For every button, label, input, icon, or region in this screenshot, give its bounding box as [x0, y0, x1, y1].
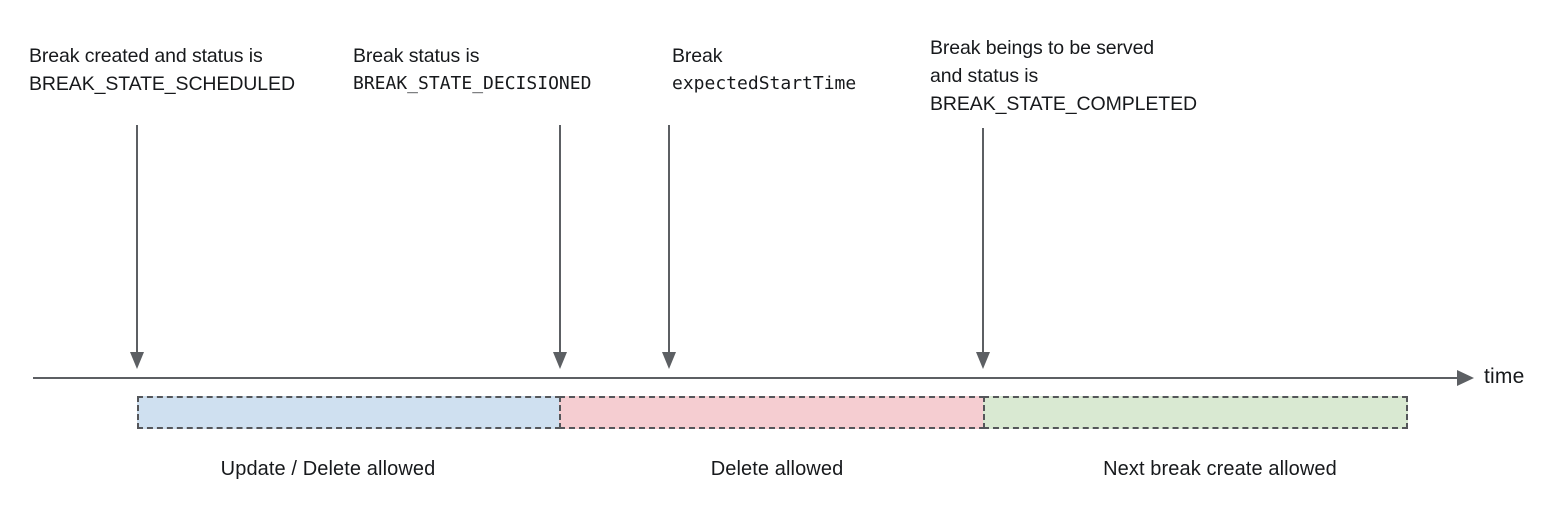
arrow-down-icon	[662, 352, 676, 369]
annotation-line: Break created and status is	[29, 45, 263, 67]
phase-segment-delete-allowed	[559, 396, 985, 429]
phase-segment-next-break-create-allowed	[983, 396, 1408, 429]
annotation-line-state: BREAK_STATE_SCHEDULED	[29, 73, 295, 95]
annotation-break-completed: Break beings to be served and status is …	[930, 34, 1197, 118]
arrow-stem	[559, 125, 561, 353]
annotation-line: and status is	[930, 65, 1039, 87]
arrow-stem	[136, 125, 138, 353]
time-axis	[33, 370, 1474, 386]
annotation-line: Break status is	[353, 45, 480, 67]
axis-label-time: time	[1484, 365, 1525, 388]
annotation-line-field: expectedStartTime	[672, 73, 857, 94]
arrow-stem	[982, 128, 984, 353]
arrow-break-created	[130, 125, 144, 369]
phase-segment-update-delete-allowed	[137, 396, 561, 429]
arrow-break-completed	[976, 128, 990, 369]
annotation-line-state: BREAK_STATE_COMPLETED	[930, 93, 1197, 115]
caption-delete-allowed: Delete allowed	[710, 458, 844, 480]
arrow-stem	[668, 125, 670, 353]
arrow-break-decisioned	[553, 125, 567, 369]
caption-update-delete-allowed: Update / Delete allowed	[220, 458, 436, 480]
annotation-break-created: Break created and status is BREAK_STATE_…	[29, 42, 295, 98]
arrow-down-icon	[553, 352, 567, 369]
phase-bar	[137, 396, 1408, 429]
annotation-expected-start-time: Break expectedStartTime	[672, 42, 856, 98]
arrow-down-icon	[976, 352, 990, 369]
annotation-break-decisioned: Break status is BREAK_STATE_DECISIONED	[353, 42, 591, 98]
arrow-down-icon	[130, 352, 144, 369]
annotation-line-state: BREAK_STATE_DECISIONED	[353, 73, 592, 94]
caption-next-break-create-allowed: Next break create allowed	[1103, 458, 1337, 480]
annotation-line: Break	[672, 45, 723, 67]
arrow-expected-start-time	[662, 125, 676, 369]
arrow-right-icon	[1457, 370, 1474, 386]
axis-line	[33, 377, 1470, 379]
annotation-line: Break beings to be served	[930, 37, 1155, 59]
